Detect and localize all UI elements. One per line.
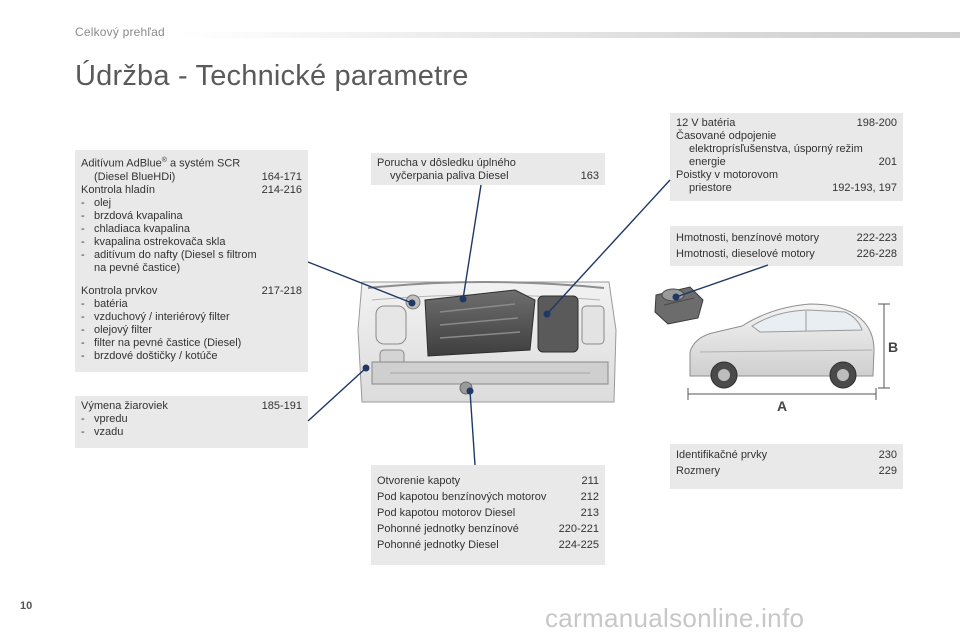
levels-entry[interactable]: Kontrola hladín 214-216 [81,183,302,196]
list-item: -vzduchový / interiérový filter [81,310,230,323]
list-item: -aditívum do nafty (Diesel s filtrom na … [81,248,257,274]
dot-bonnet [466,387,474,395]
list-item: -filter na pevné častice (Diesel) [81,336,242,349]
dot-bulbs [362,364,370,372]
parts-list: -batéria -vzduchový / interiérový filter… [81,298,302,363]
bulbs-entry[interactable]: Výmena žiaroviek 185-191 [81,400,302,412]
watermark: carmanualsonline.info [545,603,805,633]
header-bar [180,32,960,38]
leader-line-bonnet [469,390,476,466]
adblue-entry[interactable]: Aditívum AdBlue® a systém SCR (Diesel Bl… [81,157,302,183]
page-number: 10 [20,600,33,612]
list-item: -vzadu [81,426,124,438]
filler-cap-image [654,286,704,325]
section-header: Celkový prehľad [75,25,165,39]
leader-line-battery [546,179,671,315]
dot-fuel [459,295,467,303]
maintenance-checks-box: Aditívum AdBlue® a systém SCR (Diesel Bl… [75,150,308,372]
dimension-a-label: A [777,398,787,414]
list-item: -olej [81,196,112,209]
bulbs-box: Výmena žiaroviek 185-191 -vpredu -vzadu [75,396,308,448]
leader-line-bulbs [307,367,367,422]
leader-dots [362,293,680,395]
list-item: -vpredu [81,413,128,425]
leader-line-fuel [462,184,482,300]
timed-cutoff-entry[interactable]: Časované odpojenie elektroprísľušenstva,… [676,130,897,168]
leader-lines [307,179,769,466]
list-item: -brzdová kvapalina [81,209,183,222]
fuel-outage-box: Porucha v dôsledku úplného vyčerpania pa… [371,153,605,185]
page-title: Údržba - Technické parametre [75,60,469,92]
dot-battery [543,310,551,318]
list-item: -chladiaca kvapalina [81,222,191,235]
dot-cap [672,293,680,301]
list-item: -kvapalina ostrekovača skla [81,235,226,248]
car-side-image [687,303,890,400]
engine-bay-image [357,281,617,403]
dimension-b-label: B [888,339,898,355]
list-item: -brzdové doštičky / kotúče [81,349,218,362]
levels-list: -olej -brzdová kvapalina -chladiaca kvap… [81,197,302,275]
fuel-outage-entry[interactable]: Porucha v dôsledku úplného vyčerpania pa… [377,157,599,182]
list-item: -batéria [81,297,128,310]
leader-line-checks [307,261,413,304]
parts-entry[interactable]: Kontrola prvkov 217-218 [81,284,302,297]
leader-line-cap [675,264,769,298]
dot-checks [408,299,416,307]
list-item: -olejový filter [81,323,153,336]
